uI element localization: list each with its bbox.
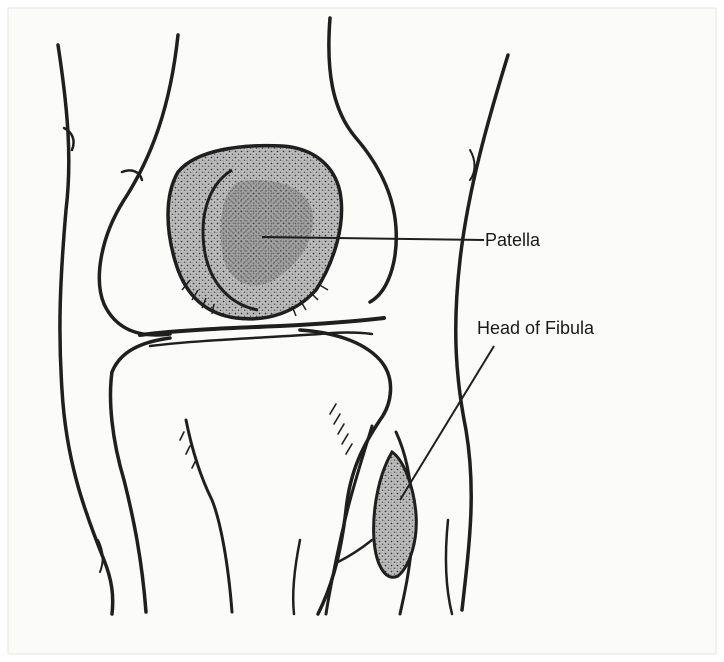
patella-label: Patella [485, 230, 540, 251]
fibula-head-label: Head of Fibula [477, 318, 594, 339]
paper-background [8, 8, 716, 654]
